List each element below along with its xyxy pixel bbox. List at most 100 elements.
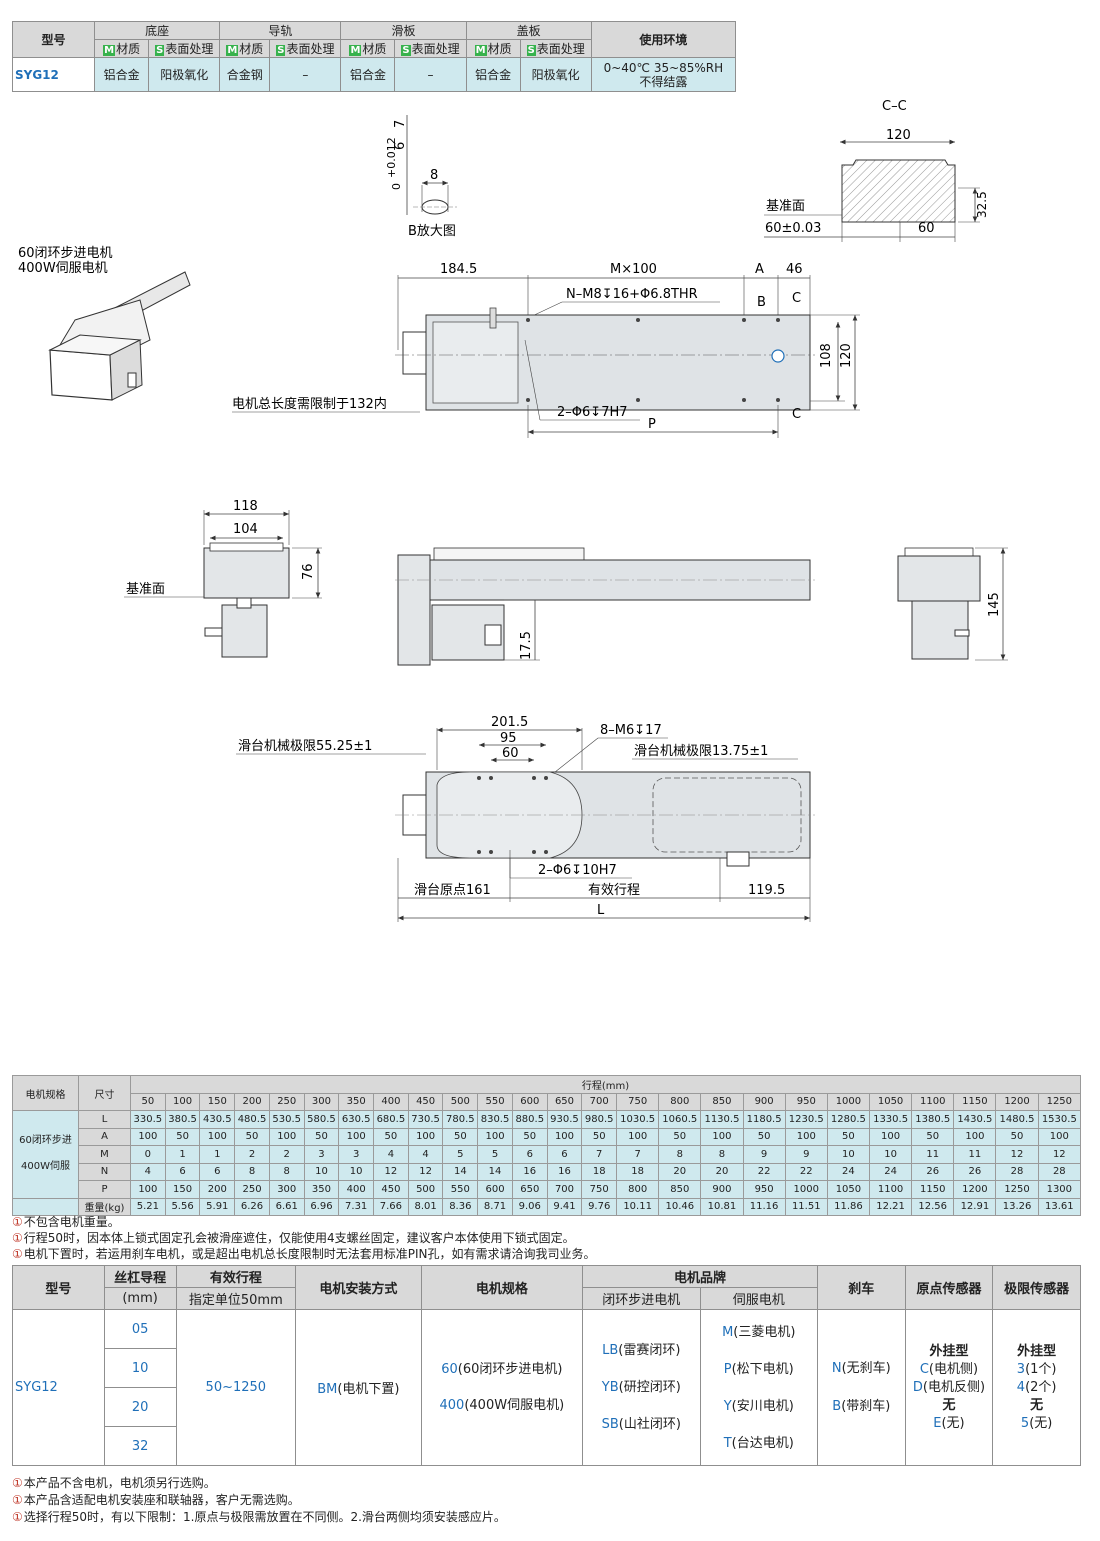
surface-badge: S [526, 45, 536, 56]
dim-weight-cell: 5.56 [164, 1197, 201, 1216]
order-limit-3: 3(1个) [1016, 1361, 1057, 1377]
top-dim-108: 108 [819, 343, 834, 368]
order-origin-e: E(无) [933, 1415, 965, 1431]
dim-stroke-header: 500 [442, 1092, 479, 1111]
dim-weight-cell: 6.26 [234, 1197, 270, 1216]
b-detail-label: B放大图 [408, 224, 456, 239]
dim-cell: 400 [338, 1180, 375, 1199]
dim-cell: 50 [442, 1127, 479, 1146]
technical-drawing: +0.012 0 6 7 8 B放大图 C–C 120 32.5 基准面 60±… [18, 99, 1008, 922]
dim-stroke-header: 550 [477, 1092, 513, 1111]
dim-cell: 1330.5 [868, 1110, 913, 1129]
dim-cell: 24 [868, 1162, 913, 1181]
dim-cell: 28 [995, 1162, 1039, 1181]
dim-cell: 50 [742, 1127, 786, 1146]
end-view-right: 145 [897, 547, 1008, 661]
cc-reference: 基准面 [766, 199, 805, 214]
dim-cell: 3 [338, 1145, 375, 1164]
order-limit-sensor: 外挂型 3(1个) 4(2个) 无 5(无) [992, 1309, 1081, 1466]
dim-cell: 1150 [911, 1180, 955, 1199]
spec-rail-material: 合金钢 [219, 57, 271, 92]
surface-badge: S [155, 45, 165, 56]
dim-cell: 50 [911, 1127, 955, 1146]
dim-cell: 1380.5 [911, 1110, 955, 1129]
b-depth-label: 7 [393, 120, 408, 128]
top-pin-holes: 2–Φ6↧7H7 [557, 405, 628, 420]
dim-cell: 14 [477, 1162, 513, 1181]
order-limit-4: 4(2个) [1016, 1379, 1057, 1395]
dim-cell: 1300 [1037, 1180, 1082, 1199]
dim-cell: 12 [373, 1162, 409, 1181]
dim-cell: 12 [407, 1162, 444, 1181]
dim-cell: 100 [268, 1127, 305, 1146]
dim-stroke-header: 50 [130, 1092, 166, 1111]
order-header-stroke: 有效行程 [175, 1265, 297, 1288]
cc-height: 32.5 [975, 191, 989, 218]
cc-half-width: 60 [918, 221, 935, 236]
dim-weight-cell: 6.96 [303, 1197, 340, 1216]
dim-cell: 100 [477, 1127, 513, 1146]
dim-cell: 50 [373, 1127, 409, 1146]
spec-header-model: 型号 [11, 21, 96, 58]
top-view: 184.5 M×100 A 46 N–M8↧16+Φ6.8THR B C 108… [232, 262, 860, 438]
top-dim-p: P [648, 417, 656, 432]
dim-cell: 550 [442, 1180, 479, 1199]
dim-cell: 1 [164, 1145, 201, 1164]
dim-stroke-header: 300 [303, 1092, 340, 1111]
dim-cell: 8 [658, 1145, 702, 1164]
dim-weight-cell: 11.86 [826, 1197, 871, 1216]
dim-cell: 2 [234, 1145, 270, 1164]
dim-cell: 6 [511, 1145, 548, 1164]
end-dim-76: 76 [301, 563, 316, 580]
order-header-mount: 电机安装方式 [295, 1265, 422, 1310]
top-dim-46: 46 [786, 262, 803, 277]
bot-dim-60: 60 [502, 746, 519, 761]
cc-section-view: C–C 120 32.5 基准面 60±0.03 60 [764, 99, 989, 242]
dim-cell: 12 [1037, 1145, 1082, 1164]
order-lead-05: 05 [103, 1309, 177, 1349]
dim-cell: 11 [911, 1145, 955, 1164]
order-brand-t: T(台达电机) [723, 1435, 794, 1451]
dim-cell: 980.5 [581, 1110, 618, 1129]
dim-cell: 12 [995, 1145, 1039, 1164]
order-origin-c: C(电机侧) [919, 1361, 979, 1377]
spec-env: 0~40℃ 35~85%RH 不得结露 [590, 57, 737, 92]
dim-weight-cell: 8.36 [442, 1197, 479, 1216]
dim-cell: 14 [442, 1162, 479, 1181]
bot-limit-right: 滑台机械极限13.75±1 [634, 744, 768, 759]
dim-cell: 28 [1037, 1162, 1082, 1181]
order-code-table: 型号 丝杠导程 有效行程 电机安装方式 电机规格 电机品牌 刹车 原点传感器 极… [12, 1265, 1081, 1466]
dim-stroke-header: 100 [164, 1092, 201, 1111]
dim-stroke-header: 350 [338, 1092, 375, 1111]
dim-cell: 530.5 [268, 1110, 305, 1129]
note-4: ①本产品不含电机，电机须另行选购。 [12, 1476, 216, 1490]
dim-cell: 4 [373, 1145, 409, 1164]
order-brake: N(无刹车) B(带刹车) [816, 1309, 906, 1466]
dim-cell: 650 [511, 1180, 548, 1199]
dim-cell: 6 [546, 1145, 583, 1164]
dim-cell: 1180.5 [742, 1110, 786, 1129]
order-stroke: 50~1250 [175, 1309, 297, 1466]
order-brake-b: B(带刹车) [832, 1398, 891, 1414]
dim-cell: 100 [616, 1127, 660, 1146]
dim-weight-cell: 9.76 [581, 1197, 618, 1216]
dim-cell: 100 [953, 1127, 997, 1146]
side-view: 17.5 [395, 547, 815, 666]
dim-weight-label: 重量(kg) [78, 1197, 131, 1216]
bot-pin-holes: 2–Φ6↧10H7 [538, 863, 617, 878]
spec-base-material: 铝合金 [94, 57, 150, 92]
dim-cell: 8 [268, 1162, 305, 1181]
order-header-stroke-unit: 指定单位50mm [175, 1287, 297, 1310]
dim-cell: 1060.5 [658, 1110, 702, 1129]
spec-cover-surface: 阳极氧化 [519, 57, 592, 92]
top-c-marker-2: C [792, 407, 801, 422]
dim-stroke-header: 450 [407, 1092, 444, 1111]
bot-dim-95: 95 [500, 731, 517, 746]
order-header-model: 型号 [12, 1265, 105, 1310]
dim-cell: 380.5 [164, 1110, 201, 1129]
dim-stroke-header: 650 [546, 1092, 583, 1111]
